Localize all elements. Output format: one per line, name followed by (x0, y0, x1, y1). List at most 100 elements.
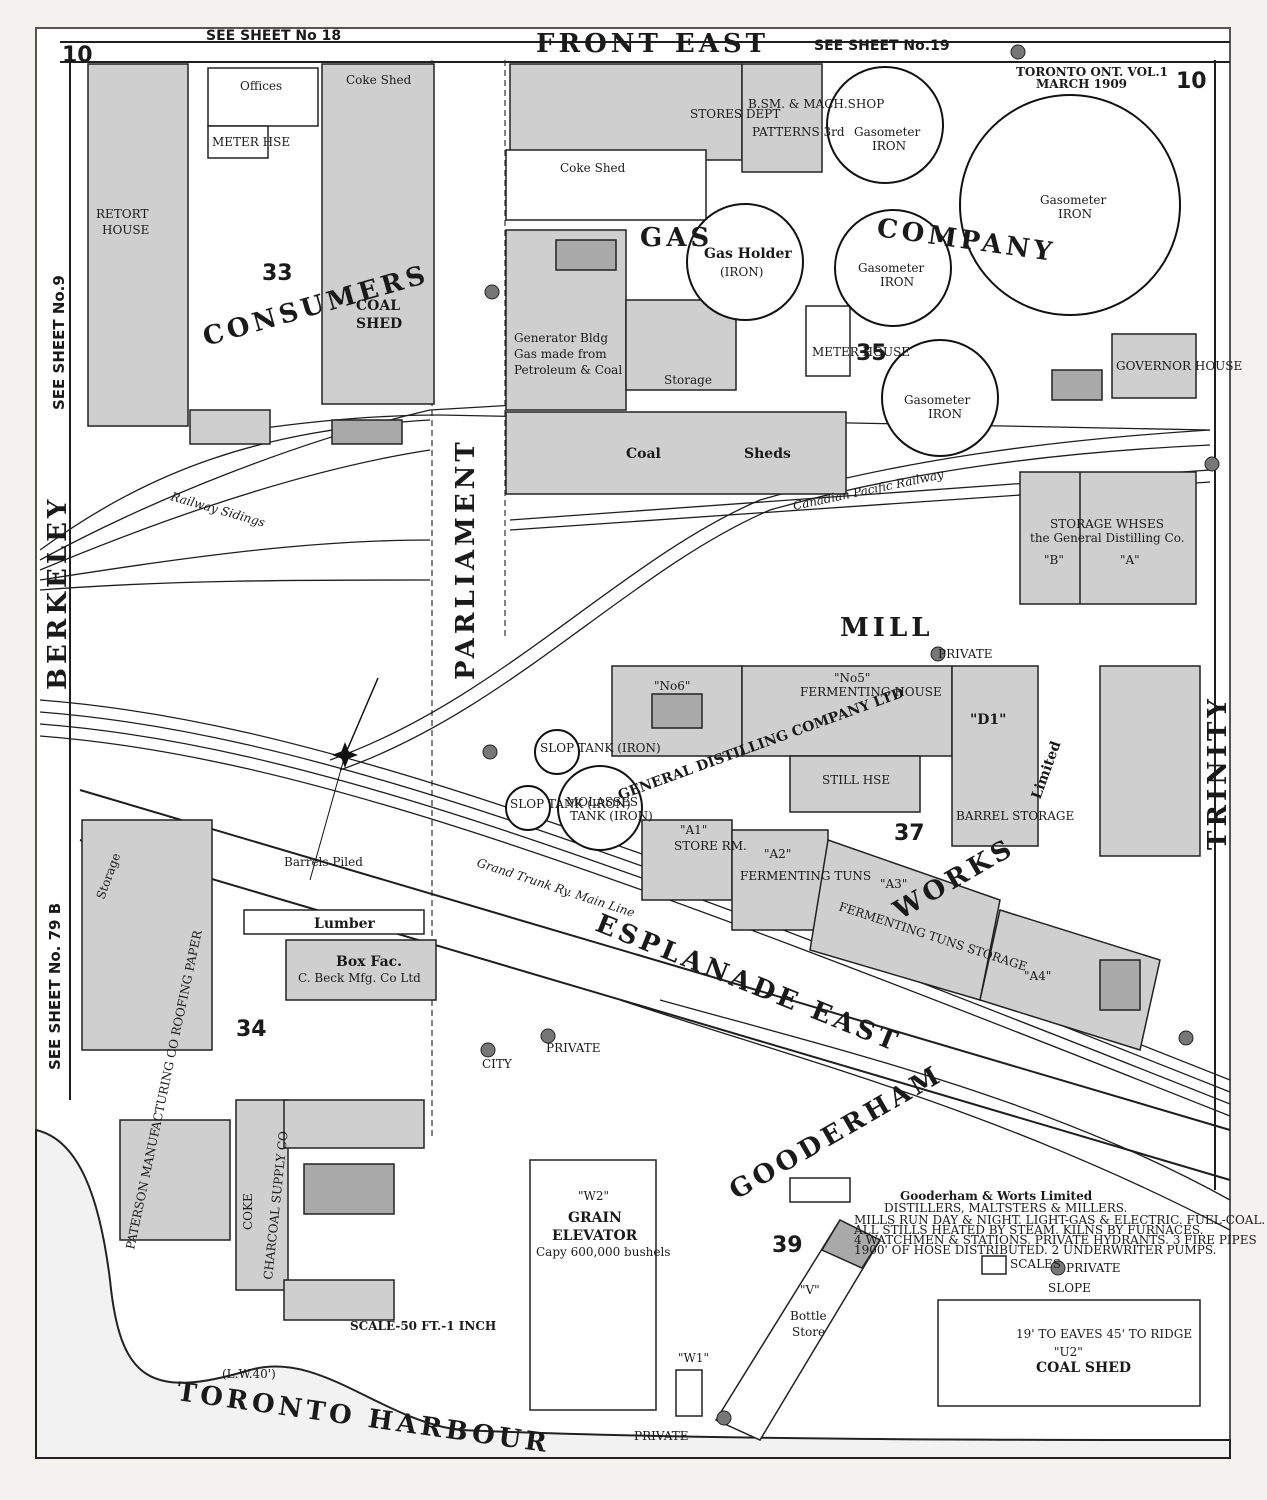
gooderham-note-6: 1900' OF HOSE DISTRIBUTED. 2 UNDERWRITER… (854, 1243, 1217, 1257)
storage-warehouses (1019, 471, 1197, 605)
box-fac-label-2: C. Beck Mfg. Co Ltd (298, 971, 421, 985)
u2-coal-shed (937, 1299, 1201, 1407)
grain-elevator-label-3: ELEVATOR (552, 1228, 638, 1244)
bsm-label: B.SM. & MACH.SHOP (748, 97, 884, 111)
slop-tank-2 (505, 785, 551, 831)
u2-label-3: 19' TO EAVES 45' TO RIDGE (1016, 1327, 1192, 1341)
governor-house-building (1111, 333, 1197, 399)
gasometer-4-label: Gasometer (904, 393, 971, 407)
no6-louvre (651, 693, 703, 729)
see-sheet-top-left: SEE SHEET No 18 (206, 28, 341, 44)
patterns-label: PATTERNS 3rd (752, 125, 845, 139)
gasometer-1-label: Gasometer (854, 125, 921, 139)
meter-house-building (805, 305, 851, 377)
slop-tank-1 (534, 729, 580, 775)
d-series-buildings (1099, 665, 1201, 857)
gasometer-3-iron: IRON (880, 275, 914, 289)
charcoal-supply-south (283, 1279, 395, 1321)
slop-tank-label-1: SLOP TANK (IRON) (540, 741, 661, 755)
see-sheet-bottom-left: SEE SHEET No. 79 B (46, 903, 64, 1070)
whse-b-label: "B" (1044, 553, 1064, 567)
street-trinity: TRINITY (1203, 695, 1233, 850)
private-label-1: PRIVATE (938, 647, 992, 661)
a2-fermenting-tuns (731, 829, 829, 931)
coke-shed-east-label: Coke Shed (560, 161, 626, 175)
scales-label: SCALES (1010, 1257, 1061, 1271)
meter-hse-building (207, 125, 269, 159)
sheet-number-left: 10 (62, 43, 93, 68)
coal-sheds-label-2: Sheds (744, 446, 791, 462)
slop-tank-label-2: SLOP TANK (IRON) (510, 797, 631, 811)
edition-line-1: TORONTO ONT. VOL.1 (1016, 65, 1168, 79)
generator-label-3: Petroleum & Coal (514, 363, 622, 377)
gas-holder-label-1: Gas Holder (704, 246, 792, 262)
meter-hse-label: METER HSE (212, 135, 290, 149)
storage-label: Storage (664, 373, 712, 387)
street-front-east: FRONT EAST (536, 29, 769, 59)
gooderham-note-1: Gooderham & Worts Limited (900, 1189, 1093, 1203)
gas-holder-label-2: (IRON) (720, 265, 763, 279)
private-label-2: PRIVATE (546, 1041, 600, 1055)
gasometer-2-iron: IRON (1058, 207, 1092, 221)
grain-elevator-label-4: Capy 600,000 bushels (536, 1245, 670, 1259)
sheet-number-right: 10 (1176, 69, 1207, 94)
compass-rose-icon (309, 677, 379, 881)
coke-shed-east (505, 149, 707, 221)
barrel-storage-label: BARREL STORAGE (956, 809, 1074, 823)
no6-label: "No6" (654, 679, 690, 693)
hydrant-10 (1178, 1030, 1194, 1046)
a1-store-room (641, 819, 733, 901)
coke-label: COKE (241, 1193, 255, 1230)
see-sheet-left: SEE SHEET No.9 (50, 275, 68, 410)
box-factory (285, 939, 437, 1001)
scales-box (981, 1255, 1007, 1275)
generator-label-1: Generator Bldg (514, 331, 608, 345)
gasometer-1-iron: IRON (872, 139, 906, 153)
hydrant-6 (480, 1042, 496, 1058)
block-number-33: 33 (262, 261, 293, 286)
paterson-boilers (119, 1119, 231, 1241)
bottle-store-v-label: "V" (800, 1283, 820, 1297)
street-berkeley: BERKELEY (43, 496, 73, 690)
gasometer-4-iron: IRON (928, 407, 962, 421)
storage-building (625, 299, 737, 391)
fermenting-tuns-label: FERMENTING TUNS (740, 869, 871, 883)
storage-whses-label-1: STORAGE WHSES (1050, 517, 1164, 531)
still-hse-label: STILL HSE (822, 773, 890, 787)
no5-label: "No5" (834, 671, 870, 685)
generator-machinery (555, 239, 617, 271)
coal-conveyers (331, 419, 403, 445)
stores-dept-label: STORES DEPT (690, 107, 780, 121)
coal-shed-label-2: SHED (356, 316, 402, 332)
fermenting-house-building (741, 665, 953, 757)
street-mill: MILL (840, 613, 934, 643)
bottle-store-label-2: Store (792, 1325, 825, 1339)
hydrant-3 (1204, 456, 1220, 472)
box-fac-label-1: Box Fac. (336, 954, 402, 970)
offices-label: Offices (240, 79, 282, 93)
lumber-yard (243, 909, 425, 935)
hydrant-9 (716, 1410, 732, 1426)
u2-label-1: "U2" (1054, 1345, 1083, 1359)
gasometer-3 (834, 209, 952, 327)
grain-elevator-label-2: GRAIN (568, 1210, 622, 1226)
coke-shed-charcoal (303, 1163, 395, 1215)
meter-house-label: METER HOUSE (812, 345, 910, 359)
gasometer-2-label: Gasometer (1040, 193, 1107, 207)
hydrant-7 (540, 1028, 556, 1044)
block-number-34: 34 (236, 1017, 267, 1042)
a4-label: "A4" (1024, 969, 1051, 983)
governor-house-label: GOVERNOR HOUSE (1116, 359, 1242, 373)
barrels-piled-label: Barrels Piled (284, 855, 363, 869)
esplanade-north-edge (79, 789, 1231, 1131)
charcoal-supply-shed (235, 1099, 289, 1291)
bottle-store-label-1: Bottle (790, 1309, 827, 1323)
gooderham-note-3: MILLS RUN DAY & NIGHT. LIGHT-GAS & ELECT… (854, 1213, 1265, 1227)
gasometer-2 (959, 94, 1181, 316)
a4-still-building (979, 909, 1161, 1051)
coal-sheds-building (505, 411, 847, 495)
esplanade-south-edge (79, 839, 1231, 1181)
openings-shed (189, 409, 271, 445)
molasses-label-1: MOLASSES (566, 795, 638, 809)
